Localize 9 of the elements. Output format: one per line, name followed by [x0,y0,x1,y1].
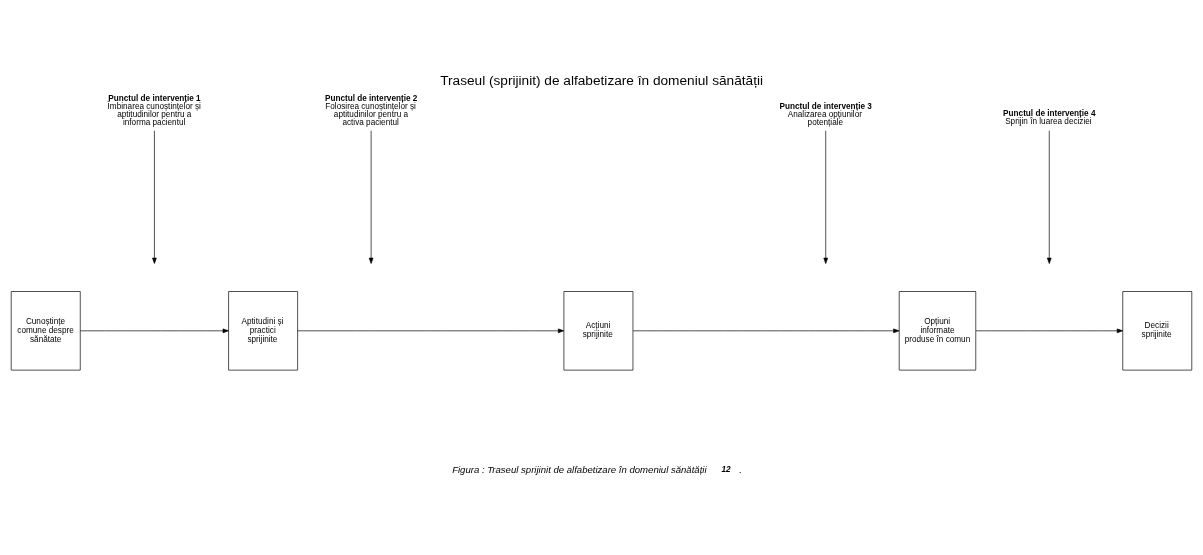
arrow [823,130,828,264]
arrow [368,130,374,264]
arrow [80,328,229,334]
arrow [975,328,1123,334]
arrow [1047,130,1052,264]
diagram-title: Traseul (sprijinit) de alfabetizare în domeniul sănătății [440,73,764,89]
arrow [152,130,157,264]
arrow [632,328,900,334]
arrow [297,328,565,334]
